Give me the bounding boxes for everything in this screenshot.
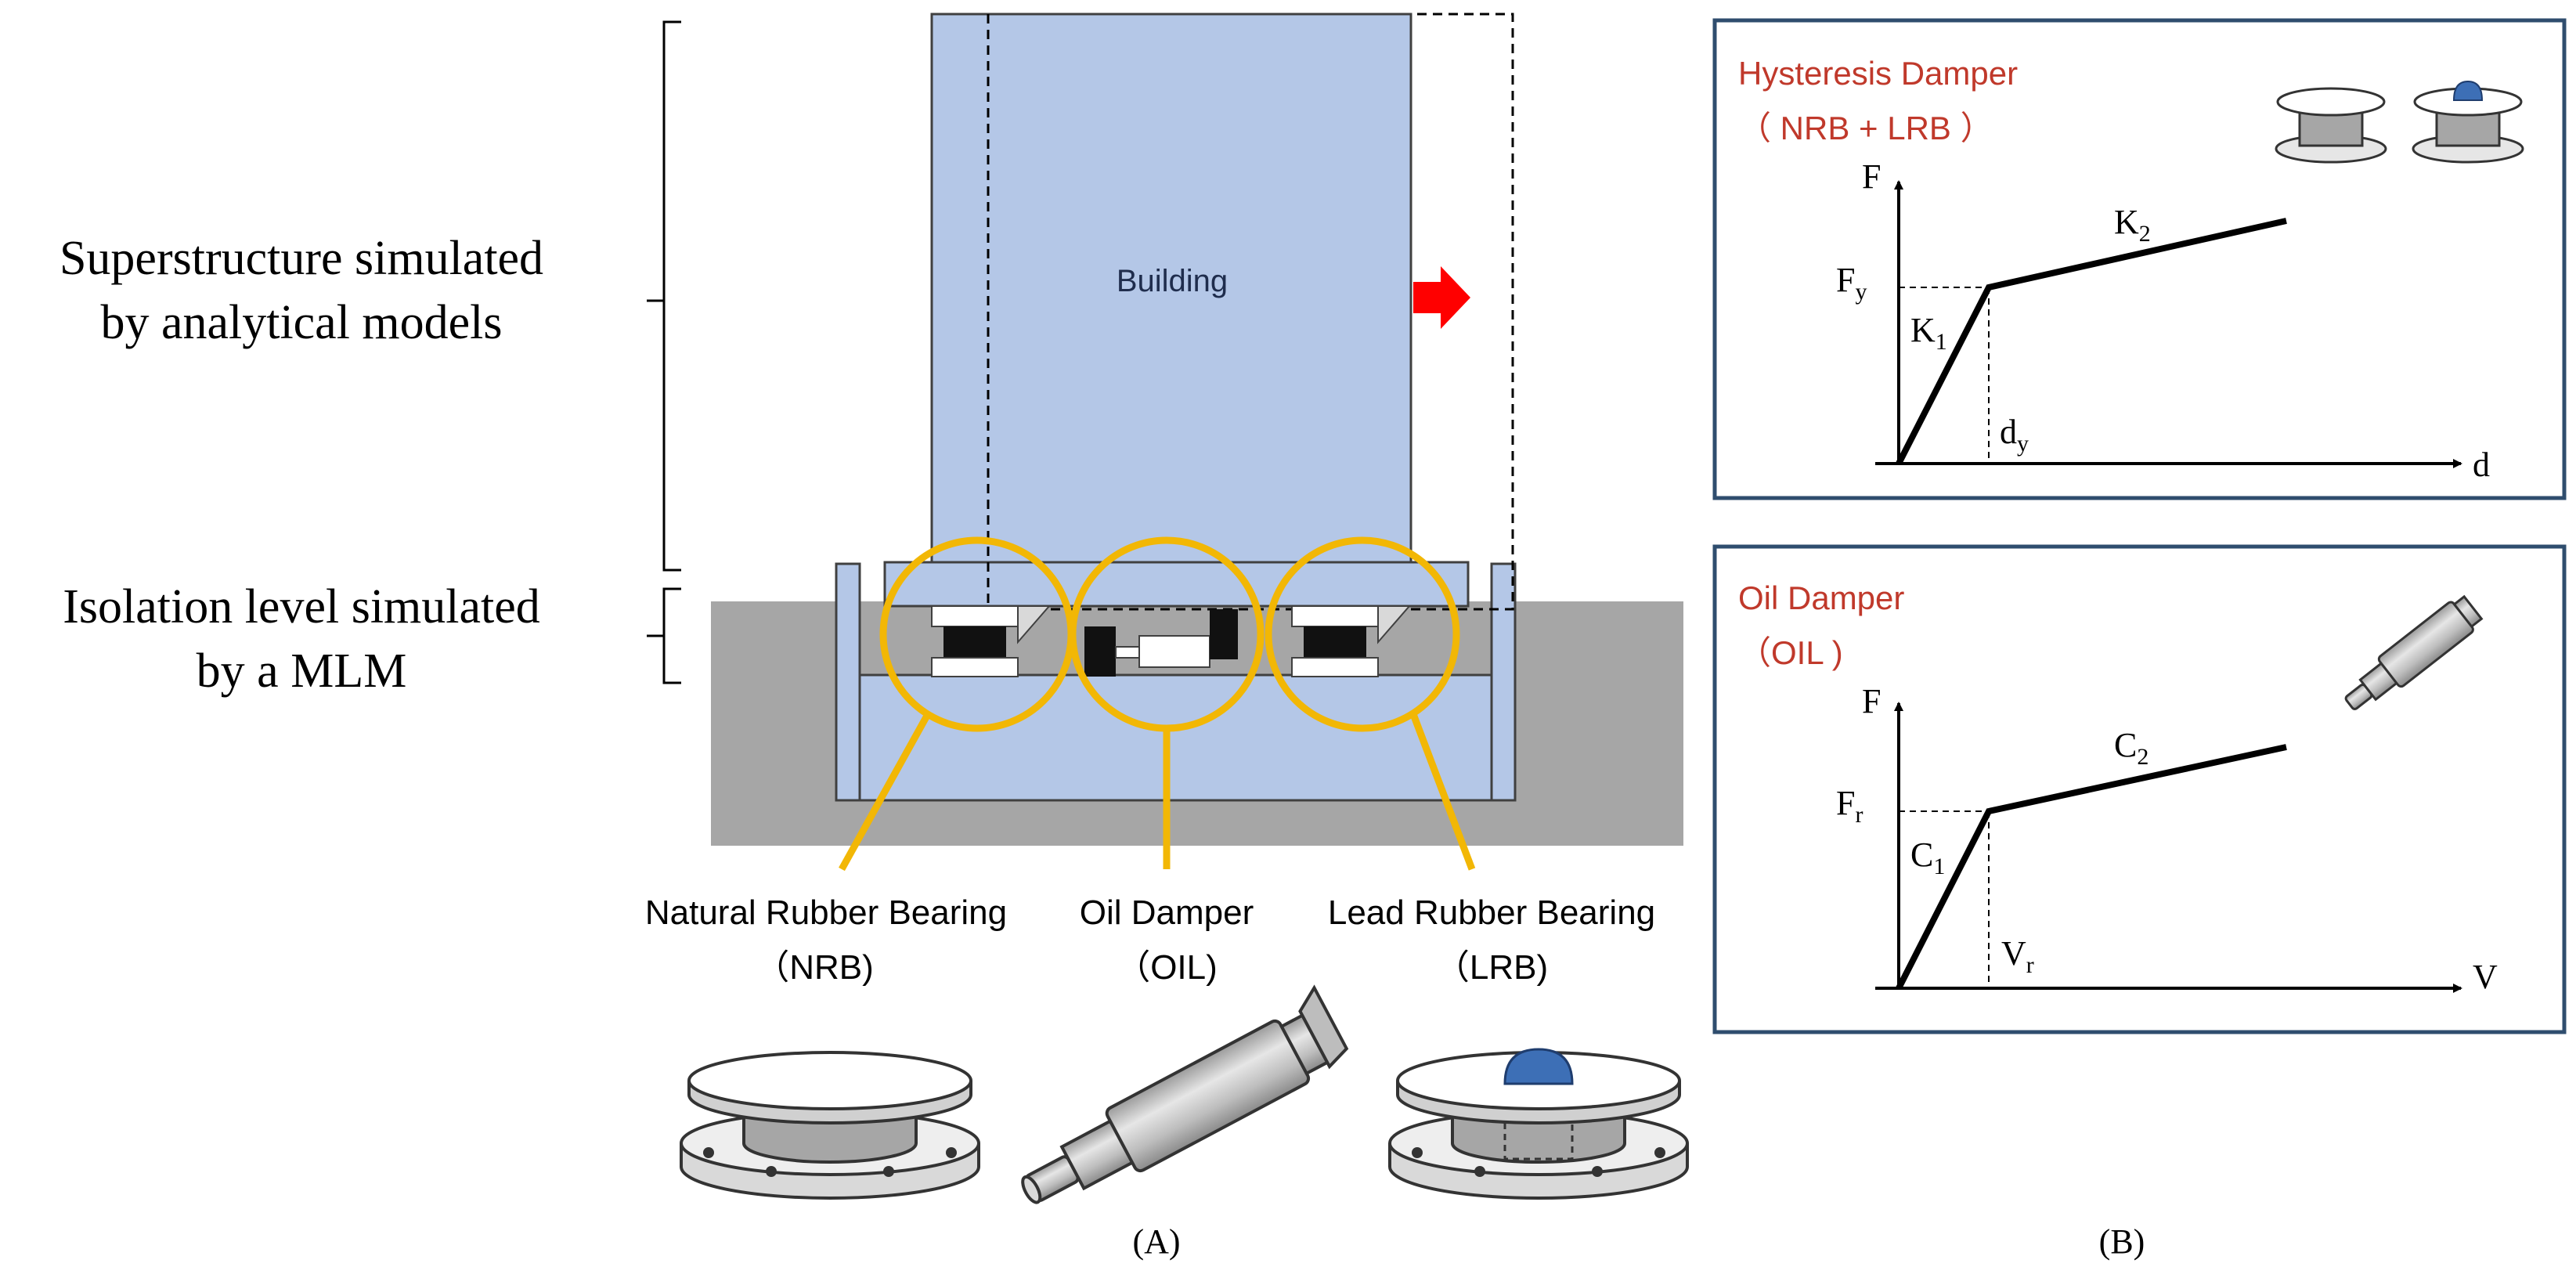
hysteresis-title: Hysteresis Damper — [1738, 55, 2018, 92]
base-slab — [883, 561, 1470, 608]
nrb-abbr: （NRB) — [755, 948, 874, 987]
oil-axis-x-label: V — [2473, 958, 2498, 996]
left-retaining-wall — [835, 562, 861, 802]
superstructure-label-line2: by analytical models — [100, 296, 502, 349]
lrb-section-device — [1291, 605, 1412, 677]
foundation-pit — [856, 673, 1497, 802]
oil-section-device — [1084, 609, 1238, 677]
hysteresis-axis-y-label: F — [1862, 157, 1881, 196]
oil-vr-label: Vr — [2001, 934, 2034, 978]
oil-c1-label: C1 — [1910, 836, 1945, 879]
building-section: Building — [711, 13, 1683, 872]
displaced-outline — [987, 13, 1514, 611]
hysteresis-axis-x-label: d — [2473, 446, 2490, 484]
nrb-leader-line — [839, 712, 931, 872]
oil-axis-y-label: F — [1862, 682, 1881, 720]
oil-panel: Oil Damper （OIL ) F V Fr C1 C2 Vr — [1712, 544, 2567, 1034]
nrb-illustration — [680, 1051, 980, 1200]
oil-title: Oil Damper — [1738, 579, 1904, 616]
lrb-leader-line — [1409, 713, 1476, 871]
hysteresis-dy-label: dy — [2000, 413, 2029, 457]
lrb-name: Lead Rubber Bearing — [1328, 893, 1655, 932]
building-body — [930, 13, 1412, 569]
panel-b-label: (B) — [2099, 1222, 2145, 1261]
hysteresis-k2-label: K2 — [2114, 203, 2151, 247]
superstructure-brace — [647, 20, 681, 572]
lrb-abbr: （LRB) — [1435, 948, 1548, 987]
hysteresis-k1-label: K1 — [1910, 311, 1947, 355]
isolation-brace — [647, 587, 681, 684]
nrb-section-device — [931, 605, 1052, 677]
isolation-label-line2: by a MLM — [197, 644, 407, 698]
building-label: Building — [1117, 264, 1228, 298]
mini-nrb-icon — [2275, 87, 2387, 164]
nrb-name: Natural Rubber Bearing — [645, 893, 1007, 932]
hysteresis-curve — [1896, 218, 2287, 465]
hysteresis-subtitle: （ NRB + LRB ） — [1738, 110, 1993, 146]
superstructure-label-line1: Superstructure simulated — [60, 232, 543, 285]
oil-c2-label: C2 — [2114, 726, 2148, 770]
left-labels: Superstructure simulated by analytical m… — [60, 232, 543, 698]
hysteresis-panel: Hysteresis Damper （ NRB + LRB ） F d Fy K… — [1712, 18, 2567, 500]
hysteresis-fy-label: Fy — [1836, 261, 1867, 305]
lrb-illustration — [1388, 1048, 1689, 1200]
device-labels: Natural Rubber Bearing （NRB) Oil Damper … — [645, 893, 1655, 987]
oil-curve — [1896, 744, 2287, 990]
mini-oil-damper-icon — [2344, 594, 2484, 710]
lrb-highlight-ring — [1265, 536, 1460, 732]
panel-a-label: (A) — [1132, 1222, 1180, 1261]
oil-damper-illustration — [1021, 984, 1349, 1204]
lead-core — [1503, 1048, 1574, 1085]
oil-abbr: （OIL) — [1116, 948, 1218, 987]
right-retaining-wall — [1490, 562, 1517, 802]
isolation-label-line1: Isolation level simulated — [63, 580, 540, 634]
oil-fr-label: Fr — [1836, 784, 1863, 828]
oil-name: Oil Damper — [1080, 893, 1254, 932]
displacement-arrow — [1413, 266, 1470, 329]
mini-lrb-icon — [2412, 80, 2524, 164]
oil-subtitle: （OIL ) — [1738, 634, 1843, 671]
